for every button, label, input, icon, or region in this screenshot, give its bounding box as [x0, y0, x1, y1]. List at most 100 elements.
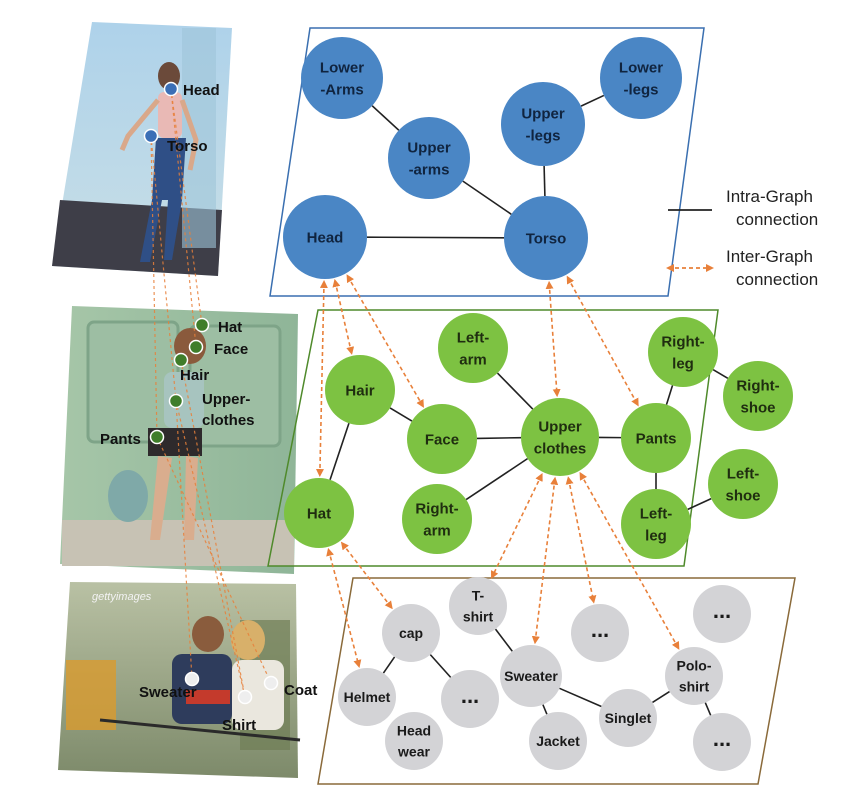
intra-edge-head-torso	[367, 237, 504, 238]
node-label-head-wear-1: wear	[397, 744, 430, 760]
intra-edge-polo-shirt-dots-4	[705, 703, 710, 716]
node-label-sweater-0: Sweater	[504, 668, 558, 684]
photo-marker-bottom-1	[239, 691, 252, 704]
photo-label-middle-0: Hat	[218, 319, 242, 336]
node-label-singlet-0: Singlet	[605, 710, 652, 726]
photo-marker-top-0	[165, 83, 178, 96]
node-polo-shirt: Polo-shirt	[665, 647, 723, 705]
node-jacket: Jacket	[529, 712, 587, 770]
intra-edge-pants-right-leg	[666, 385, 672, 404]
node-label-left-shoe-0: Left-	[727, 465, 760, 482]
node-label-face-0: Face	[425, 431, 459, 448]
node-cap: cap	[382, 604, 440, 662]
node-dots-4: ...	[693, 713, 751, 771]
node-hat: Hat	[284, 478, 354, 548]
intra-edge-upper-legs-lower-legs	[581, 95, 604, 106]
intra-edge-sweater-jacket	[543, 705, 547, 715]
node-sweater: Sweater	[500, 645, 562, 707]
photo-marker-top-1	[145, 130, 158, 143]
node-label-left-arm-0: Left-	[457, 329, 490, 346]
node-label-upper-legs-1: -legs	[525, 127, 560, 144]
intra-edge-right-leg-right-shoe	[713, 370, 728, 379]
node-label-upper-arms-0: Upper	[407, 139, 451, 156]
node-circle-upper-clothes	[521, 398, 599, 476]
node-label-right-arm-1: arm	[423, 522, 451, 539]
node-upper-legs: Upper-legs	[501, 82, 585, 166]
inter-edge-upper-clothes-sweater	[535, 479, 555, 643]
intra-edge-hair-hat	[330, 423, 349, 480]
node-circle-right-shoe	[723, 361, 793, 431]
photo-marker-middle-0	[196, 319, 209, 332]
node-circle-right-arm	[402, 484, 472, 554]
node-upper-arms: Upper -arms	[388, 117, 470, 199]
intra-edge-left-leg-left-shoe	[688, 499, 711, 510]
node-label-dots-1-0: ...	[591, 617, 609, 642]
intra-edge-singlet-polo-shirt	[652, 692, 669, 703]
inter-edge-head-hat	[320, 282, 324, 475]
node-left-shoe: Left-shoe	[708, 449, 778, 519]
node-lower-arms: Lower-Arms	[301, 37, 383, 119]
node-label-jacket-0: Jacket	[536, 733, 580, 749]
photo-label-middle-3: Upper-	[202, 391, 250, 408]
photo-label-top-1: Torso	[167, 138, 208, 155]
node-label-dots-4-0: ...	[713, 726, 731, 751]
node-circle-head-wear	[385, 712, 443, 770]
node-circle-left-arm	[438, 313, 508, 383]
legend: Intra-Graph connection Inter-Graph conne…	[668, 187, 818, 289]
photo-label-bottom-1: Shirt	[222, 717, 256, 734]
photo-middle	[60, 306, 298, 574]
intra-edge-face-upper-clothes	[477, 438, 521, 439]
node-label-t-shirt-0: T-	[472, 588, 485, 604]
node-circle-lower-legs	[600, 37, 682, 119]
inter-edge-torso-upper-clothes	[549, 283, 557, 395]
inter-edge-head-hair	[335, 281, 351, 353]
node-label-lower-arms-1: -Arms	[320, 81, 363, 98]
node-label-helmet-0: Helmet	[344, 689, 391, 705]
node-label-upper-arms-1: -arms	[409, 161, 450, 178]
node-circle-polo-shirt	[665, 647, 723, 705]
graph-nodes: Lower-ArmsUpper-armsUpper-legsLower-legs…	[283, 37, 793, 771]
node-label-lower-legs-1: -legs	[623, 81, 658, 98]
legend-inter-label-1: Inter-Graph	[726, 247, 813, 266]
node-label-dots-2-0: ...	[713, 598, 731, 623]
photo-marker-bottom-2	[265, 677, 278, 690]
node-label-left-leg-0: Left-	[640, 505, 673, 522]
node-dots-3: ...	[441, 670, 499, 728]
node-label-upper-clothes-0: Upper	[538, 418, 582, 435]
intra-edge-hair-face	[390, 408, 412, 421]
node-left-leg: Left-leg	[621, 489, 691, 559]
node-pants: Pants	[621, 403, 691, 473]
node-label-dots-3-0: ...	[461, 683, 479, 708]
node-right-arm: Right-arm	[402, 484, 472, 554]
photo-marker-middle-5	[151, 431, 164, 444]
photo-marker-middle-3	[170, 395, 183, 408]
node-circle-upper-legs	[501, 82, 585, 166]
node-label-torso-0: Torso	[526, 230, 567, 247]
photo-label-middle-4: clothes	[202, 412, 255, 429]
node-right-leg: Right-leg	[648, 317, 718, 387]
node-circle-lower-arms	[301, 37, 383, 119]
node-label-left-leg-1: leg	[645, 527, 667, 544]
node-label-right-shoe-1: shoe	[740, 399, 775, 416]
legend-intra-label-2: connection	[736, 210, 818, 229]
intra-edge-upper-legs-torso	[544, 166, 545, 196]
intra-edge-sweater-singlet	[559, 688, 601, 706]
photo-marker-middle-2	[175, 354, 188, 367]
node-label-cap-0: cap	[399, 625, 423, 641]
node-left-arm: Left-arm	[438, 313, 508, 383]
inter-edge-upper-clothes-dots-1	[568, 478, 593, 601]
node-label-right-shoe-0: Right-	[736, 377, 779, 394]
node-label-polo-shirt-1: shirt	[679, 679, 710, 695]
intra-edge-upper-arms-torso	[463, 181, 511, 214]
node-label-pants-0: Pants	[636, 430, 677, 447]
node-head: Head	[283, 195, 367, 279]
node-label-right-leg-0: Right-	[661, 333, 704, 350]
node-singlet: Singlet	[599, 689, 657, 747]
node-label-left-arm-1: arm	[459, 351, 487, 368]
inter-edge-hat-helmet	[329, 550, 359, 666]
intra-edge-left-arm-upper-clothes	[497, 373, 532, 409]
legend-intra-label-1: Intra-Graph	[726, 187, 813, 206]
